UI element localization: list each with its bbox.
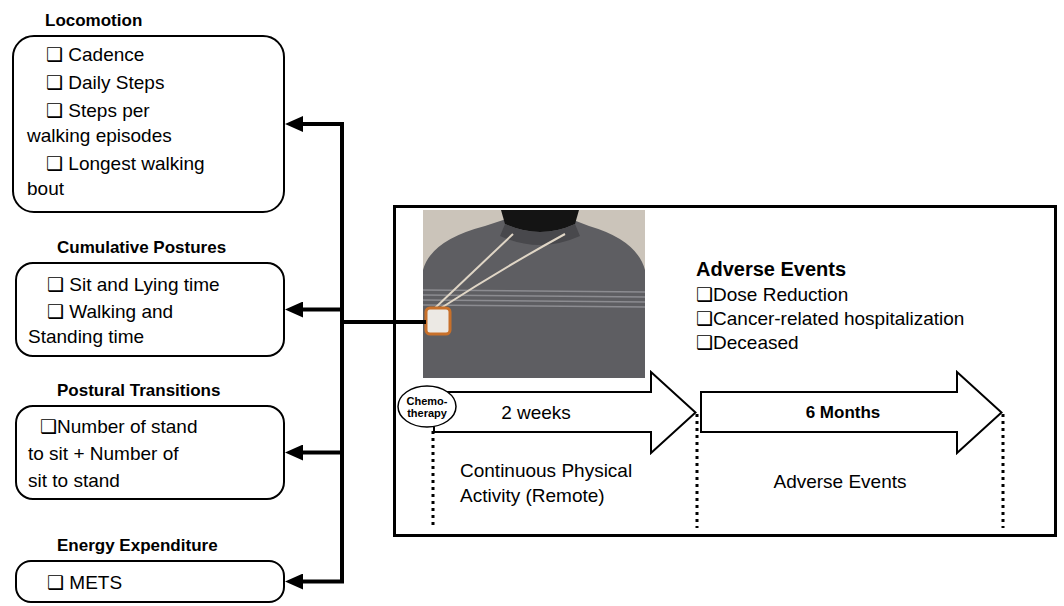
cord [441,234,565,308]
group-heading: Postural Transitions [57,381,220,401]
stripe [423,300,645,302]
ellipse-label: Chemo- therapy [401,395,453,419]
group-heading: Cumulative Postures [57,238,226,258]
checklist-item: ❑Number of stand to sit + Number of sit … [28,413,202,494]
necklace-cord [435,234,565,308]
checklist-item: ❑ Sit and Lying time [28,272,228,297]
metric-box: Locomotion❑ Cadence❑ Daily Steps❑ Steps … [12,35,285,213]
sweater [423,216,645,378]
connector-arrow [291,322,393,582]
panel-list-item: ❑Cancer-related hospitalization [696,307,964,331]
patient-photo [423,210,645,378]
start-ellipse: Chemo- therapy [397,385,457,428]
study-panel: Adverse Events❑Dose Reduction❑Cancer-rel… [393,205,1057,537]
checklist-item: ❑ Longest walking bout [27,151,215,201]
arrow-shape [701,372,1002,453]
metric-box: Energy Expenditure❑ METS [15,560,285,603]
timeline-arrow: 2 weeks [433,370,697,455]
connector-arrow [291,124,393,322]
group-heading: Energy Expenditure [57,536,218,556]
panel-list-item: ❑Dose Reduction [696,283,848,307]
phase-label: Continuous Physical Activity (Remote) [460,458,660,508]
sensor-lead [393,320,426,324]
stripe [423,290,645,292]
metric-box: Postural Transitions❑Number of stand to … [15,405,285,500]
checklist-item: ❑ Cadence [27,42,215,67]
dotted-marker [696,414,699,528]
sensor-pendant [426,308,450,334]
checklist-item: ❑ METS [28,570,228,595]
checklist-item: ❑ Steps per walking episodes [27,98,215,148]
photo-wall [423,210,645,378]
panel-list-item: ❑Deceased [696,331,799,355]
timeline-arrow: 6 Months [700,370,1003,455]
metric-box: Cumulative Postures❑ Sit and Lying time❑… [15,262,285,357]
timeline-label: 2 weeks [501,401,571,424]
dotted-marker [432,431,435,528]
panel-heading: Adverse Events [696,257,846,281]
group-heading: Locomotion [45,11,142,31]
dotted-marker [1002,414,1005,528]
ellipse-shape [398,386,456,427]
checklist-item: ❑ Walking and Standing time [28,299,228,349]
arrow-shape [434,372,696,453]
checklist-item: ❑ Daily Steps [27,70,215,95]
timeline-label: 6 Months [806,402,881,423]
stripe [423,305,645,307]
phase-label: Adverse Events [773,470,906,494]
stripe [423,295,645,297]
